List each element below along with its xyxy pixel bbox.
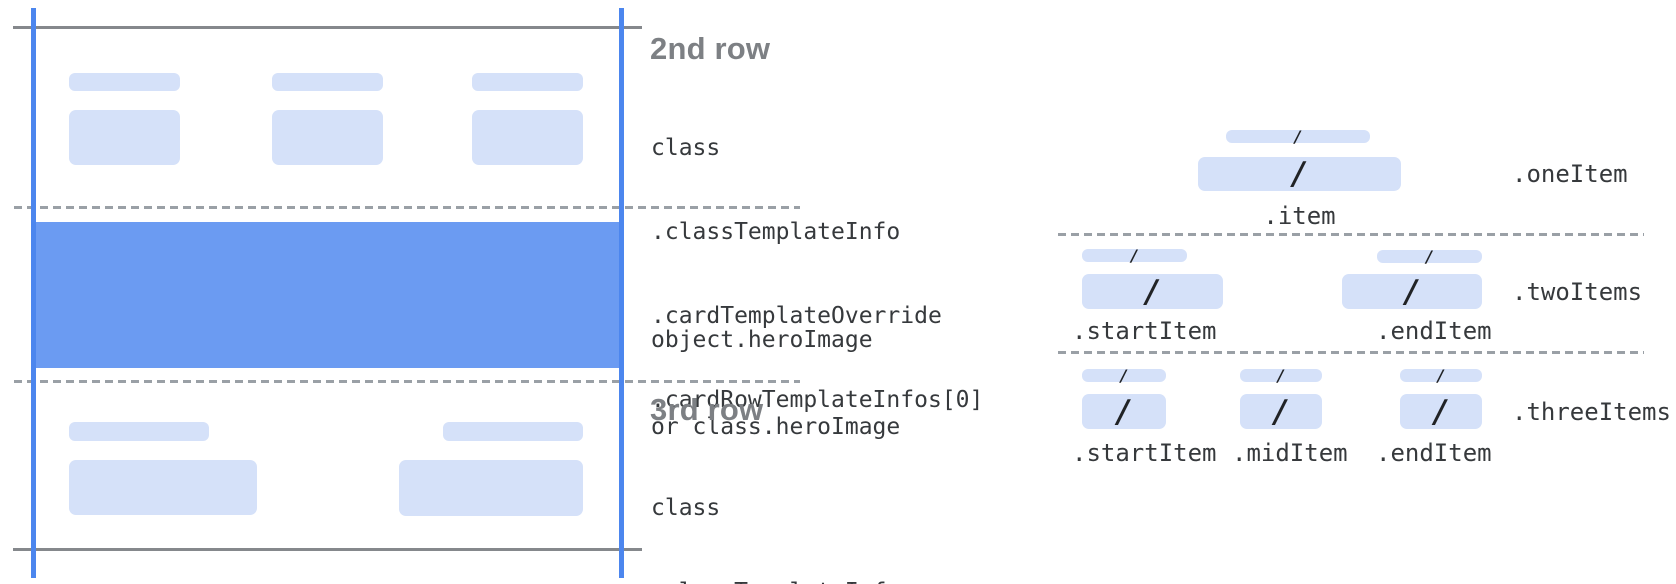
item-label: .startItem	[1072, 317, 1217, 345]
code-line: class	[651, 135, 721, 161]
third-row-title: 3rd row	[650, 392, 764, 427]
item-label: .endItem	[1376, 439, 1492, 467]
field-value-bar	[272, 110, 383, 165]
item-label-bar: /	[1377, 247, 1482, 266]
field-label-bar	[69, 422, 209, 441]
slash-glyph: /	[1402, 273, 1422, 310]
field-label-bar	[69, 73, 180, 91]
field-value-bar	[399, 460, 583, 516]
margin-line-left	[31, 8, 36, 578]
slash-glyph: /	[1143, 273, 1162, 310]
item-label-bar: /	[1226, 127, 1370, 146]
code-line: .cardTemplateOverride	[651, 303, 942, 329]
row-divider-top	[14, 206, 800, 209]
card-bottom-edge	[13, 548, 642, 551]
item-value-bar: /	[1240, 394, 1322, 429]
field-label-bar	[272, 73, 383, 91]
hero-image-block	[33, 222, 622, 368]
card-top-edge	[13, 26, 642, 29]
item-label: .endItem	[1376, 317, 1492, 345]
code-line: .classTemplateInfo	[651, 578, 983, 584]
code-line: or class.heroImage	[651, 414, 901, 440]
item-label: .item	[1263, 202, 1336, 230]
layout-divider	[1058, 233, 1644, 236]
slash-glyph: /	[1119, 366, 1129, 385]
second-row-title: 2nd row	[650, 31, 771, 66]
margin-line-right	[619, 8, 624, 578]
slash-glyph: /	[1293, 127, 1303, 146]
item-value-bar: /	[1082, 274, 1223, 309]
slash-glyph: /	[1129, 246, 1140, 265]
slash-glyph: /	[1276, 366, 1286, 385]
item-value-bar: /	[1198, 157, 1401, 191]
layout-name-one-item: .oneItem	[1512, 160, 1628, 188]
second-row-code-block: class .classTemplateInfo .cardTemplateOv…	[651, 78, 983, 470]
field-value-bar	[69, 110, 180, 165]
item-value-bar: /	[1342, 274, 1482, 309]
field-label-bar	[443, 422, 583, 441]
item-label-bar: /	[1082, 246, 1187, 265]
slash-glyph: /	[1290, 156, 1309, 192]
layout-divider	[1058, 351, 1644, 354]
slash-glyph: /	[1271, 393, 1291, 430]
hero-image-code-block: object.heroImage or class.heroImage	[651, 268, 900, 500]
item-value-bar: /	[1082, 394, 1166, 429]
layout-name-two-items: .twoItems	[1512, 278, 1643, 306]
item-value-bar: /	[1400, 394, 1482, 429]
item-label-bar: /	[1082, 366, 1166, 385]
row-divider-bottom	[14, 380, 800, 383]
slash-glyph: /	[1114, 393, 1134, 430]
field-value-bar	[69, 460, 257, 515]
slash-glyph: /	[1431, 393, 1451, 430]
layout-name-three-items: .threeItems	[1512, 398, 1671, 426]
item-label: .startItem	[1072, 439, 1217, 467]
item-label-bar: /	[1400, 366, 1482, 385]
field-value-bar	[472, 110, 583, 165]
slash-glyph: /	[1424, 247, 1435, 266]
item-label-bar: /	[1240, 366, 1322, 385]
item-label: .midItem	[1232, 439, 1348, 467]
field-label-bar	[472, 73, 583, 91]
slash-glyph: /	[1436, 366, 1446, 385]
code-line: class	[651, 495, 721, 521]
code-line: object.heroImage	[651, 327, 873, 353]
code-line: .classTemplateInfo	[651, 219, 901, 245]
third-row-code-block: class .classTemplateInfo .cardTemplateOv…	[651, 438, 983, 584]
code-line: .cardRowTemplateInfos[0]	[651, 387, 984, 413]
